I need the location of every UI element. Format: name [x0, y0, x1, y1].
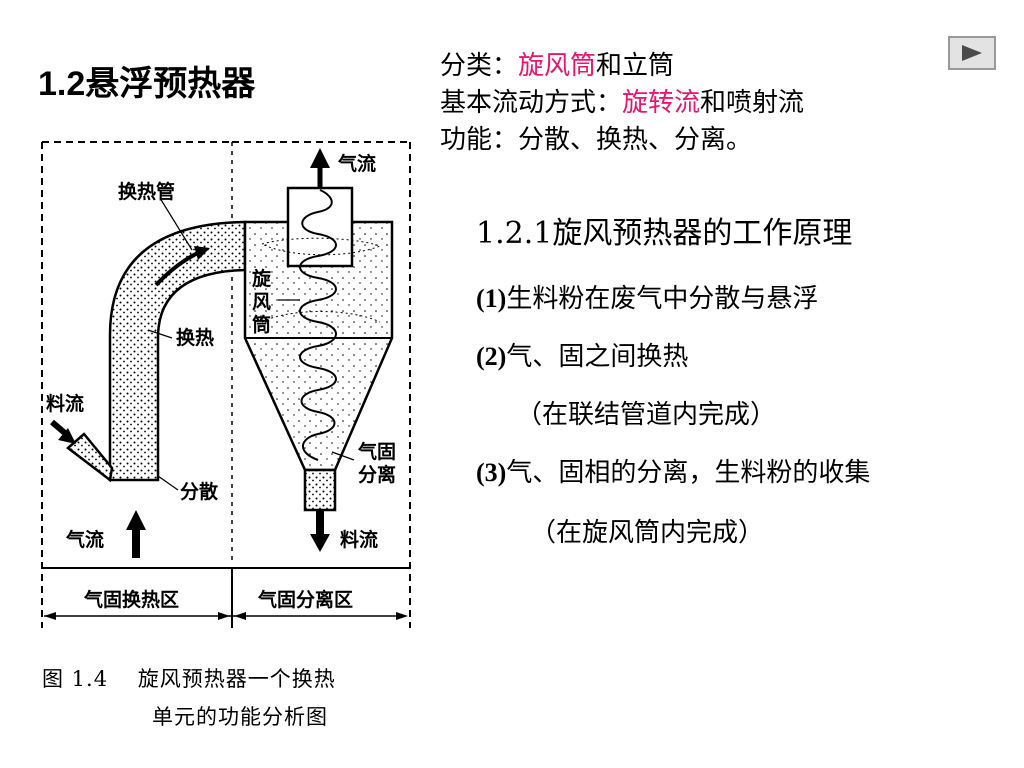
- cyclone-label-3: 筒: [252, 313, 271, 336]
- discharge-pipe: [303, 468, 337, 512]
- swirl-flow-line: [299, 189, 337, 461]
- flow-direction-arrow: [154, 246, 210, 287]
- material-flow-left-label: 料流: [46, 392, 84, 415]
- gas-flow-top-label: 气流: [337, 152, 376, 175]
- material-flow-bottom-label: 料流: [340, 528, 378, 551]
- swirl-guide: [261, 311, 381, 323]
- classification-highlight: 旋风筒: [518, 51, 597, 81]
- caption-line-1: 图 1.4 旋风预热器一个换热: [42, 667, 336, 691]
- step-number: (3): [476, 458, 507, 487]
- gas-flow-bottom-arrow: [126, 510, 146, 558]
- flow-mode-suffix: 和喷射流: [700, 88, 805, 118]
- dimension-arrow-icon: [218, 612, 230, 620]
- gas-solid-separation-label-2: 分离: [358, 463, 396, 486]
- material-flow-bottom-arrow: [310, 510, 330, 552]
- slide-title: 1.2悬浮预热器: [38, 65, 256, 103]
- figure-caption: 图 1.4 旋风预热器一个换热 单元的功能分析图: [42, 660, 336, 736]
- step-text: （在旋风筒内完成）: [530, 518, 765, 548]
- heat-pipe-label: 换热管: [118, 180, 175, 203]
- caption-line-2: 单元的功能分析图: [152, 705, 328, 729]
- gas-flow-bottom-label: 气流: [65, 528, 104, 551]
- step-note: （在联结管道内完成）: [516, 394, 776, 431]
- heat-exchange-label: 换热: [176, 326, 214, 349]
- leader-lines: [147, 197, 355, 491]
- step-text: 生料粉在废气中分散与悬浮: [506, 284, 819, 314]
- flow-mode-line: 基本流动方式：旋转流和喷射流: [440, 85, 804, 122]
- swirl-guide: [260, 237, 382, 256]
- step-number: (1): [476, 284, 507, 313]
- step-text: （在联结管道内完成）: [516, 400, 777, 430]
- material-feed-arrow: [50, 419, 76, 444]
- flow-mode-highlight: 旋转流: [622, 88, 701, 118]
- step-number: (2): [476, 342, 507, 371]
- dimension-arrow-icon: [396, 612, 408, 620]
- next-slide-button[interactable]: [948, 36, 996, 70]
- flow-mode-prefix: 基本流动方式：: [440, 88, 623, 118]
- classification-line: 分类：旋风筒和立筒: [440, 48, 804, 85]
- step-note: （在旋风筒内完成）: [530, 512, 764, 549]
- function-line: 功能：分散、换热、分离。: [440, 125, 753, 155]
- cyclone-label-2: 风: [252, 291, 271, 313]
- step-text: 气、固之间换热: [506, 342, 689, 372]
- step-text: 气、固相的分离，生料粉的收集: [506, 458, 871, 488]
- zone-separation-label: 气固分离区: [257, 588, 353, 611]
- step-item: (1)生料粉在废气中分散与悬浮: [476, 278, 818, 315]
- cyclone-label-1: 旋: [251, 267, 272, 290]
- zone-heat-exchange-label: 气固换热区: [83, 588, 179, 611]
- feed-pipe: [66, 432, 114, 483]
- section-subtitle: 1.2.1旋风预热器的工作原理: [476, 216, 853, 251]
- classification-suffix: 和立筒: [596, 51, 675, 81]
- gas-solid-separation-label-1: 气固: [357, 440, 396, 463]
- dimension-arrow-icon: [44, 612, 56, 620]
- disperse-label: 分散: [180, 480, 218, 503]
- step-item: (3)气、固相的分离，生料粉的收集: [476, 452, 870, 489]
- heat-exchange-pipe: [108, 220, 247, 482]
- info-block: 分类：旋风筒和立筒 基本流动方式：旋转流和喷射流 功能：分散、换热、分离。: [440, 48, 804, 159]
- gas-flow-top-arrow: [310, 148, 330, 188]
- step-item: (2)气、固之间换热: [476, 336, 688, 373]
- classification-prefix: 分类：: [440, 51, 519, 81]
- dimension-arrow-icon: [234, 612, 246, 620]
- play-triangle-icon: [962, 45, 982, 61]
